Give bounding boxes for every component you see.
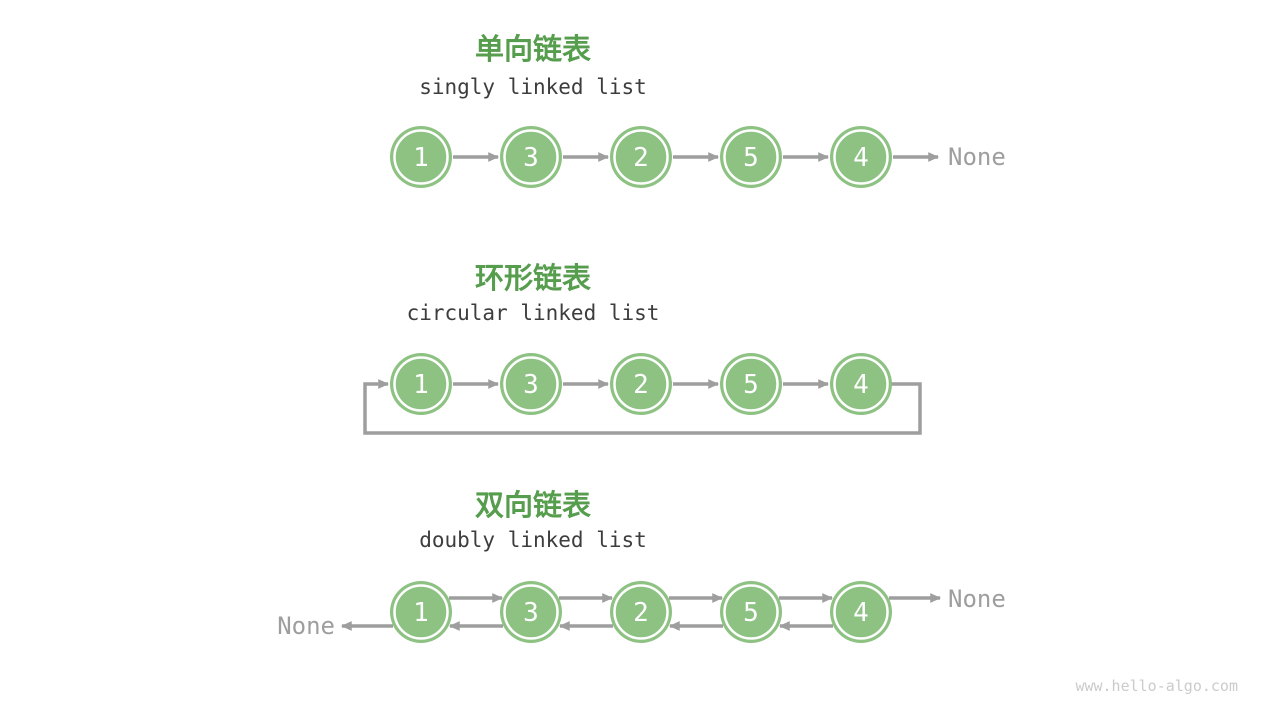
node-value: 2 xyxy=(633,598,649,628)
node-inner-ring xyxy=(833,129,889,185)
node-inner-ring xyxy=(723,129,779,185)
node-circle xyxy=(500,581,562,643)
node-inner-ring xyxy=(503,584,559,640)
list-node: 4 xyxy=(830,581,892,643)
node-value: 1 xyxy=(413,370,429,400)
node-circle xyxy=(610,581,672,643)
node-circle xyxy=(720,126,782,188)
node-value: 3 xyxy=(523,143,539,173)
node-inner-ring xyxy=(833,356,889,412)
node-inner-ring xyxy=(723,356,779,412)
node-value: 5 xyxy=(743,370,759,400)
doubly-tail-none-label: None xyxy=(948,585,1006,613)
node-inner-ring xyxy=(613,356,669,412)
list-node: 3 xyxy=(500,353,562,415)
node-inner-ring xyxy=(393,356,449,412)
node-value: 5 xyxy=(743,598,759,628)
list-node: 4 xyxy=(830,126,892,188)
node-circle xyxy=(830,353,892,415)
node-circle xyxy=(830,581,892,643)
list-node: 5 xyxy=(720,581,782,643)
list-node: 1 xyxy=(390,126,452,188)
doubly-head-none-label: None xyxy=(277,612,335,640)
node-circle xyxy=(500,353,562,415)
node-value: 4 xyxy=(853,598,869,628)
node-inner-ring xyxy=(833,584,889,640)
list-node: 1 xyxy=(390,581,452,643)
list-node: 3 xyxy=(500,126,562,188)
watermark: www.hello-algo.com xyxy=(1075,677,1238,695)
node-circle xyxy=(500,126,562,188)
list-node: 2 xyxy=(610,126,672,188)
node-circle xyxy=(390,126,452,188)
node-inner-ring xyxy=(393,584,449,640)
node-value: 3 xyxy=(523,598,539,628)
node-value: 1 xyxy=(413,143,429,173)
singly-tail-none-label: None xyxy=(948,143,1006,171)
list-node: 2 xyxy=(610,353,672,415)
node-inner-ring xyxy=(503,356,559,412)
node-inner-ring xyxy=(393,129,449,185)
node-value: 5 xyxy=(743,143,759,173)
loop-back-arrow xyxy=(363,379,922,435)
section-title-circular: 环形链表 xyxy=(474,263,591,295)
list-node: 2 xyxy=(610,581,672,643)
node-circle xyxy=(390,353,452,415)
node-value: 2 xyxy=(633,143,649,173)
node-value: 2 xyxy=(633,370,649,400)
node-inner-ring xyxy=(723,584,779,640)
list-node: 3 xyxy=(500,581,562,643)
node-circle xyxy=(390,581,452,643)
node-value: 3 xyxy=(523,370,539,400)
node-value: 1 xyxy=(413,598,429,628)
node-value: 4 xyxy=(853,143,869,173)
section-title-singly: 单向链表 xyxy=(474,34,591,66)
list-node: 5 xyxy=(720,126,782,188)
section-title-doubly: 双向链表 xyxy=(474,490,591,522)
section-subtitle-singly: singly linked list xyxy=(419,75,647,99)
node-circle xyxy=(610,353,672,415)
node-inner-ring xyxy=(613,584,669,640)
node-circle xyxy=(720,353,782,415)
section-subtitle-doubly: doubly linked list xyxy=(419,528,647,552)
node-value: 4 xyxy=(853,370,869,400)
node-circle xyxy=(830,126,892,188)
list-node: 5 xyxy=(720,353,782,415)
node-inner-ring xyxy=(503,129,559,185)
node-circle xyxy=(610,126,672,188)
list-node: 1 xyxy=(390,353,452,415)
node-circle xyxy=(720,581,782,643)
node-inner-ring xyxy=(613,129,669,185)
section-subtitle-circular: circular linked list xyxy=(406,301,660,325)
list-node: 4 xyxy=(830,353,892,415)
